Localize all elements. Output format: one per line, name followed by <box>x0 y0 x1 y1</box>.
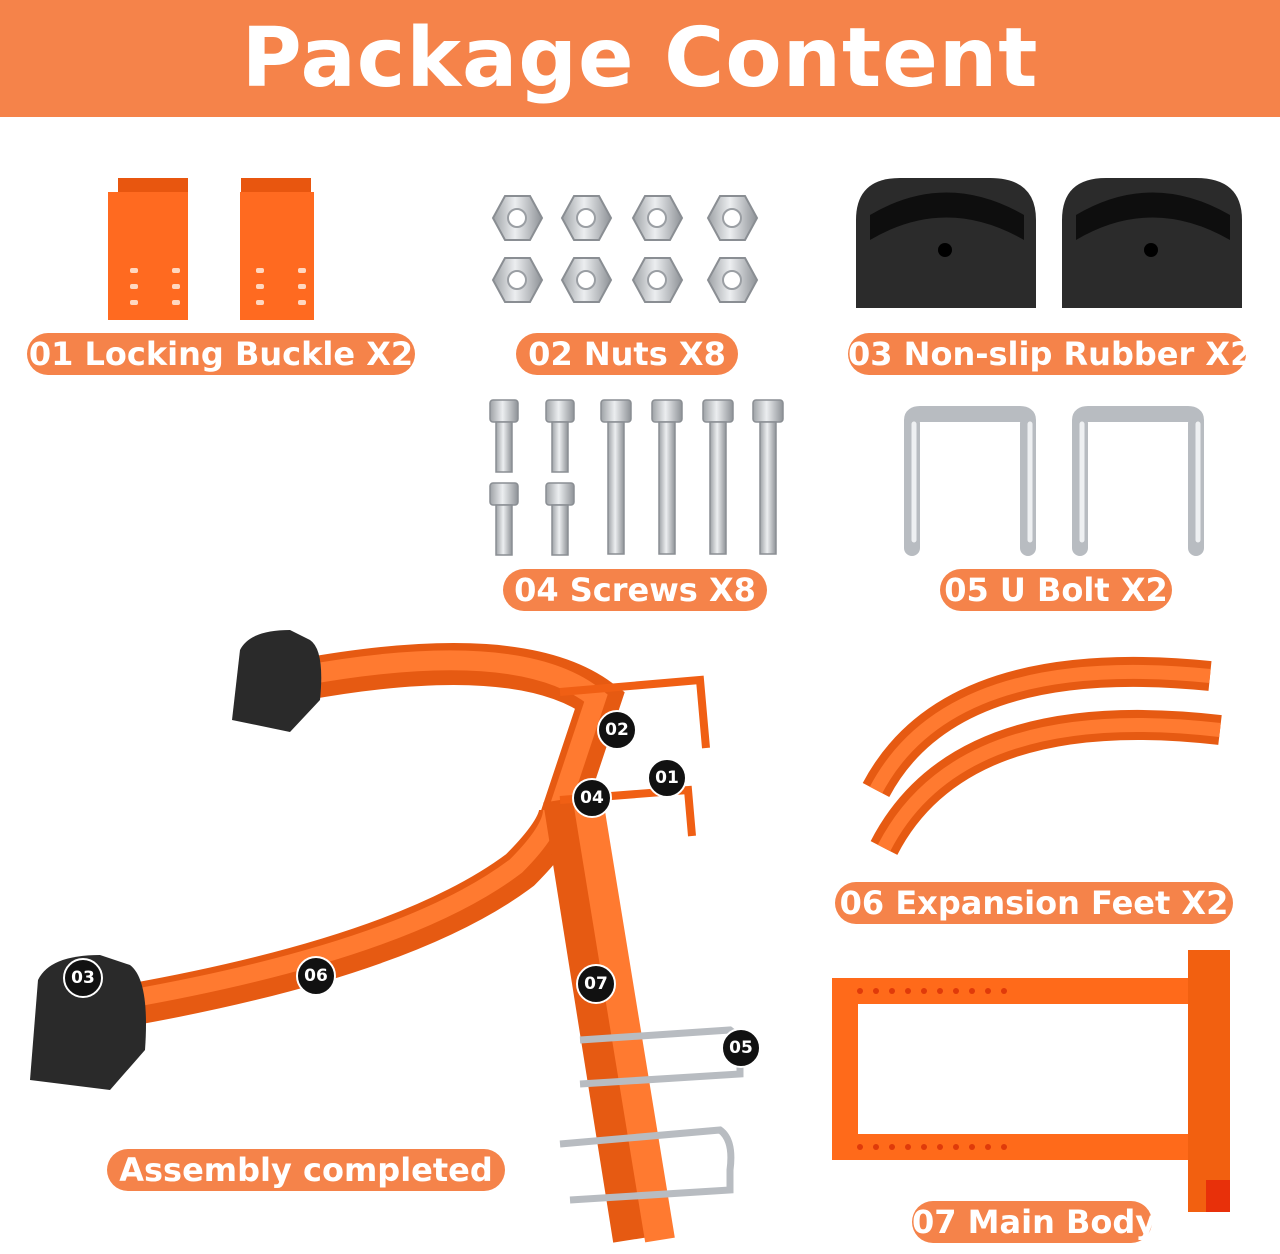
callout-06: 06 <box>296 956 336 996</box>
callout-04: 04 <box>572 778 612 818</box>
label-nuts: 02 Nuts X8 <box>516 333 738 375</box>
locking-buckle-right <box>240 178 314 320</box>
screws-group <box>489 399 784 556</box>
locking-buckle-left <box>108 178 188 320</box>
main-body-frame <box>832 950 1230 1212</box>
callout-07: 07 <box>576 964 616 1004</box>
callout-05: 05 <box>721 1028 761 1068</box>
label-expansion-feet: 06 Expansion Feet X2 <box>835 882 1233 924</box>
non-slip-rubber-right <box>1062 178 1242 308</box>
callout-02: 02 <box>597 710 637 750</box>
callout-01: 01 <box>647 758 687 798</box>
page-title: Package Content <box>241 11 1039 106</box>
label-u-bolt: 05 U Bolt X2 <box>940 569 1172 611</box>
nuts-group <box>491 195 759 303</box>
u-bolts-group <box>904 406 1204 556</box>
title-banner: Package Content <box>0 0 1280 117</box>
expansion-feet-group <box>862 656 1222 856</box>
label-non-slip-rubber: 03 Non-slip Rubber X2 <box>848 333 1253 375</box>
label-main-body: 07 Main Body <box>912 1201 1157 1243</box>
callout-03: 03 <box>63 958 103 998</box>
label-assembly-completed: Assembly completed <box>107 1149 505 1191</box>
label-locking-buckle: 01 Locking Buckle X2 <box>27 333 415 375</box>
non-slip-rubber-left <box>856 178 1036 308</box>
label-screws: 04 Screws X8 <box>503 569 767 611</box>
